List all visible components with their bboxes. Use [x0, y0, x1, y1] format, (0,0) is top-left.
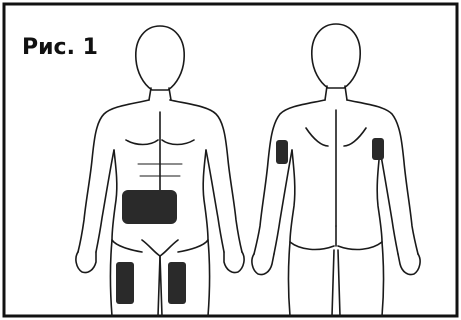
- figure-label: Рис. 1: [22, 35, 98, 60]
- site-right-thigh-front: [168, 262, 186, 304]
- site-left-thigh-front: [116, 262, 134, 304]
- site-left-upper-arm-back: [372, 138, 384, 160]
- site-abdomen: [122, 190, 177, 224]
- front-body-outline: [76, 26, 244, 316]
- site-right-upper-arm-back: [276, 140, 288, 164]
- back-body-outline: [252, 24, 420, 316]
